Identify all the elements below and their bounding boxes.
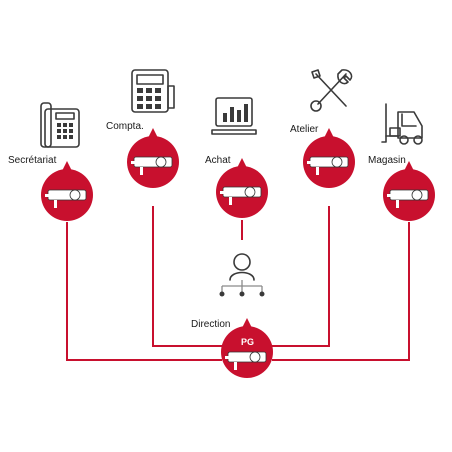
node-achat: Achat bbox=[205, 97, 268, 218]
calculator-icon bbox=[131, 69, 175, 113]
node-compta: Compta. bbox=[106, 69, 179, 188]
wire-compta bbox=[152, 206, 222, 347]
label-compta: Compta. bbox=[106, 121, 144, 132]
label-direction: Direction bbox=[191, 319, 230, 330]
label-magasin: Magasin bbox=[368, 155, 406, 166]
lock-badge-achat bbox=[216, 158, 268, 218]
connection-lines bbox=[66, 206, 410, 361]
master-lock-cylinder-icon bbox=[225, 351, 267, 370]
wire-secretariat bbox=[66, 222, 222, 361]
node-direction: Direction bbox=[191, 253, 265, 330]
label-achat: Achat bbox=[205, 155, 231, 166]
lock-badge-secretariat bbox=[41, 161, 93, 221]
tools-icon bbox=[310, 69, 353, 112]
node-atelier: Atelier bbox=[290, 69, 355, 188]
label-atelier: Atelier bbox=[290, 124, 319, 135]
master-label: PG bbox=[241, 337, 254, 347]
lock-badge-atelier bbox=[303, 128, 355, 188]
manager-org-icon bbox=[219, 253, 265, 297]
lock-badge-compta bbox=[127, 128, 179, 188]
label-secretariat: Secrétariat bbox=[8, 155, 57, 166]
forklift-icon bbox=[381, 103, 423, 145]
desk-phone-icon bbox=[40, 102, 80, 148]
node-secretariat: Secrétariat bbox=[8, 102, 93, 221]
wire-atelier bbox=[272, 206, 330, 347]
lock-badge-magasin bbox=[383, 161, 435, 221]
master-node: PG bbox=[221, 318, 273, 378]
laptop-chart-icon bbox=[211, 97, 257, 135]
node-magasin: Magasin bbox=[368, 103, 435, 221]
wire-magasin bbox=[272, 222, 410, 361]
